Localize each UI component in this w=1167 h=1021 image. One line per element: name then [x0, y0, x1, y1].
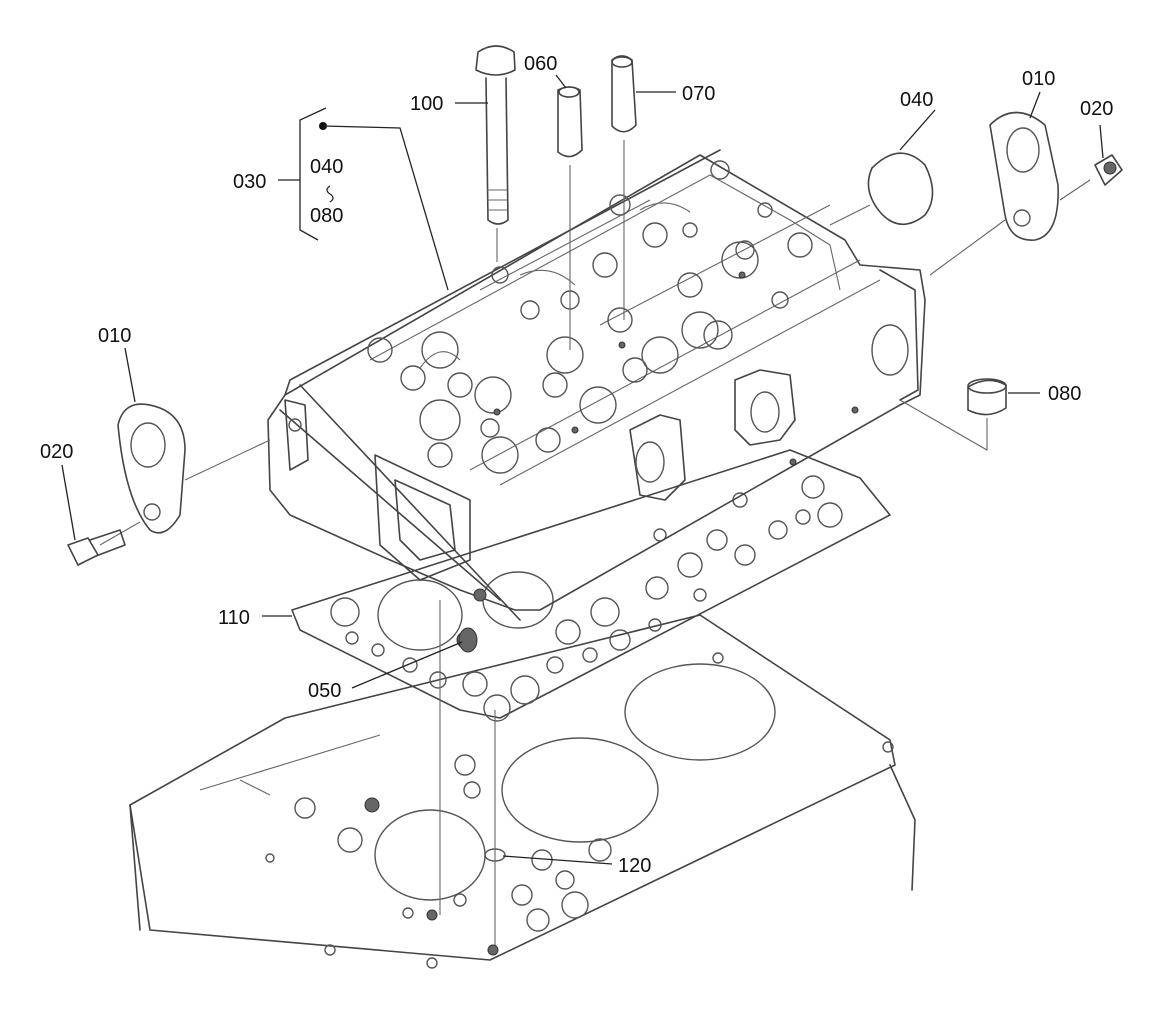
label-070: 070 — [682, 83, 715, 105]
label-110: 110 — [218, 607, 250, 629]
part-labels: 100 060 070 040 010 020 030 040 080 010 … — [40, 53, 1113, 877]
label-080: 080 — [1048, 383, 1081, 405]
dowel-050 — [439, 600, 478, 915]
label-030: 030 — [233, 171, 266, 193]
label-010-right: 010 — [1022, 68, 1055, 90]
cylinder-block — [129, 614, 916, 969]
hanger-left — [99, 403, 271, 546]
bolt-left — [67, 529, 126, 566]
leader-lines — [61, 74, 1104, 865]
label-010-left: 010 — [98, 325, 131, 347]
label-120: 120 — [618, 855, 651, 877]
plug-070 — [611, 55, 637, 320]
label-020-left: 020 — [40, 441, 73, 463]
plug-060 — [557, 86, 583, 350]
label-050: 050 — [308, 680, 341, 702]
head-gasket — [291, 449, 891, 722]
label-040-bracket: 040 — [310, 156, 343, 178]
label-080-bracket: 080 — [310, 205, 343, 227]
bracket-030 — [278, 107, 449, 291]
cylinder-head — [267, 149, 926, 649]
ring-120 — [484, 710, 506, 945]
head-bolt — [475, 45, 516, 262]
label-060: 060 — [524, 53, 557, 75]
plug-080 — [899, 378, 1007, 451]
label-020-right: 020 — [1080, 98, 1113, 120]
bolt-right — [1094, 154, 1123, 186]
label-040: 040 — [900, 89, 933, 111]
hanger-right — [929, 111, 1091, 276]
cap-040 — [829, 152, 934, 226]
label-100: 100 — [410, 93, 443, 115]
